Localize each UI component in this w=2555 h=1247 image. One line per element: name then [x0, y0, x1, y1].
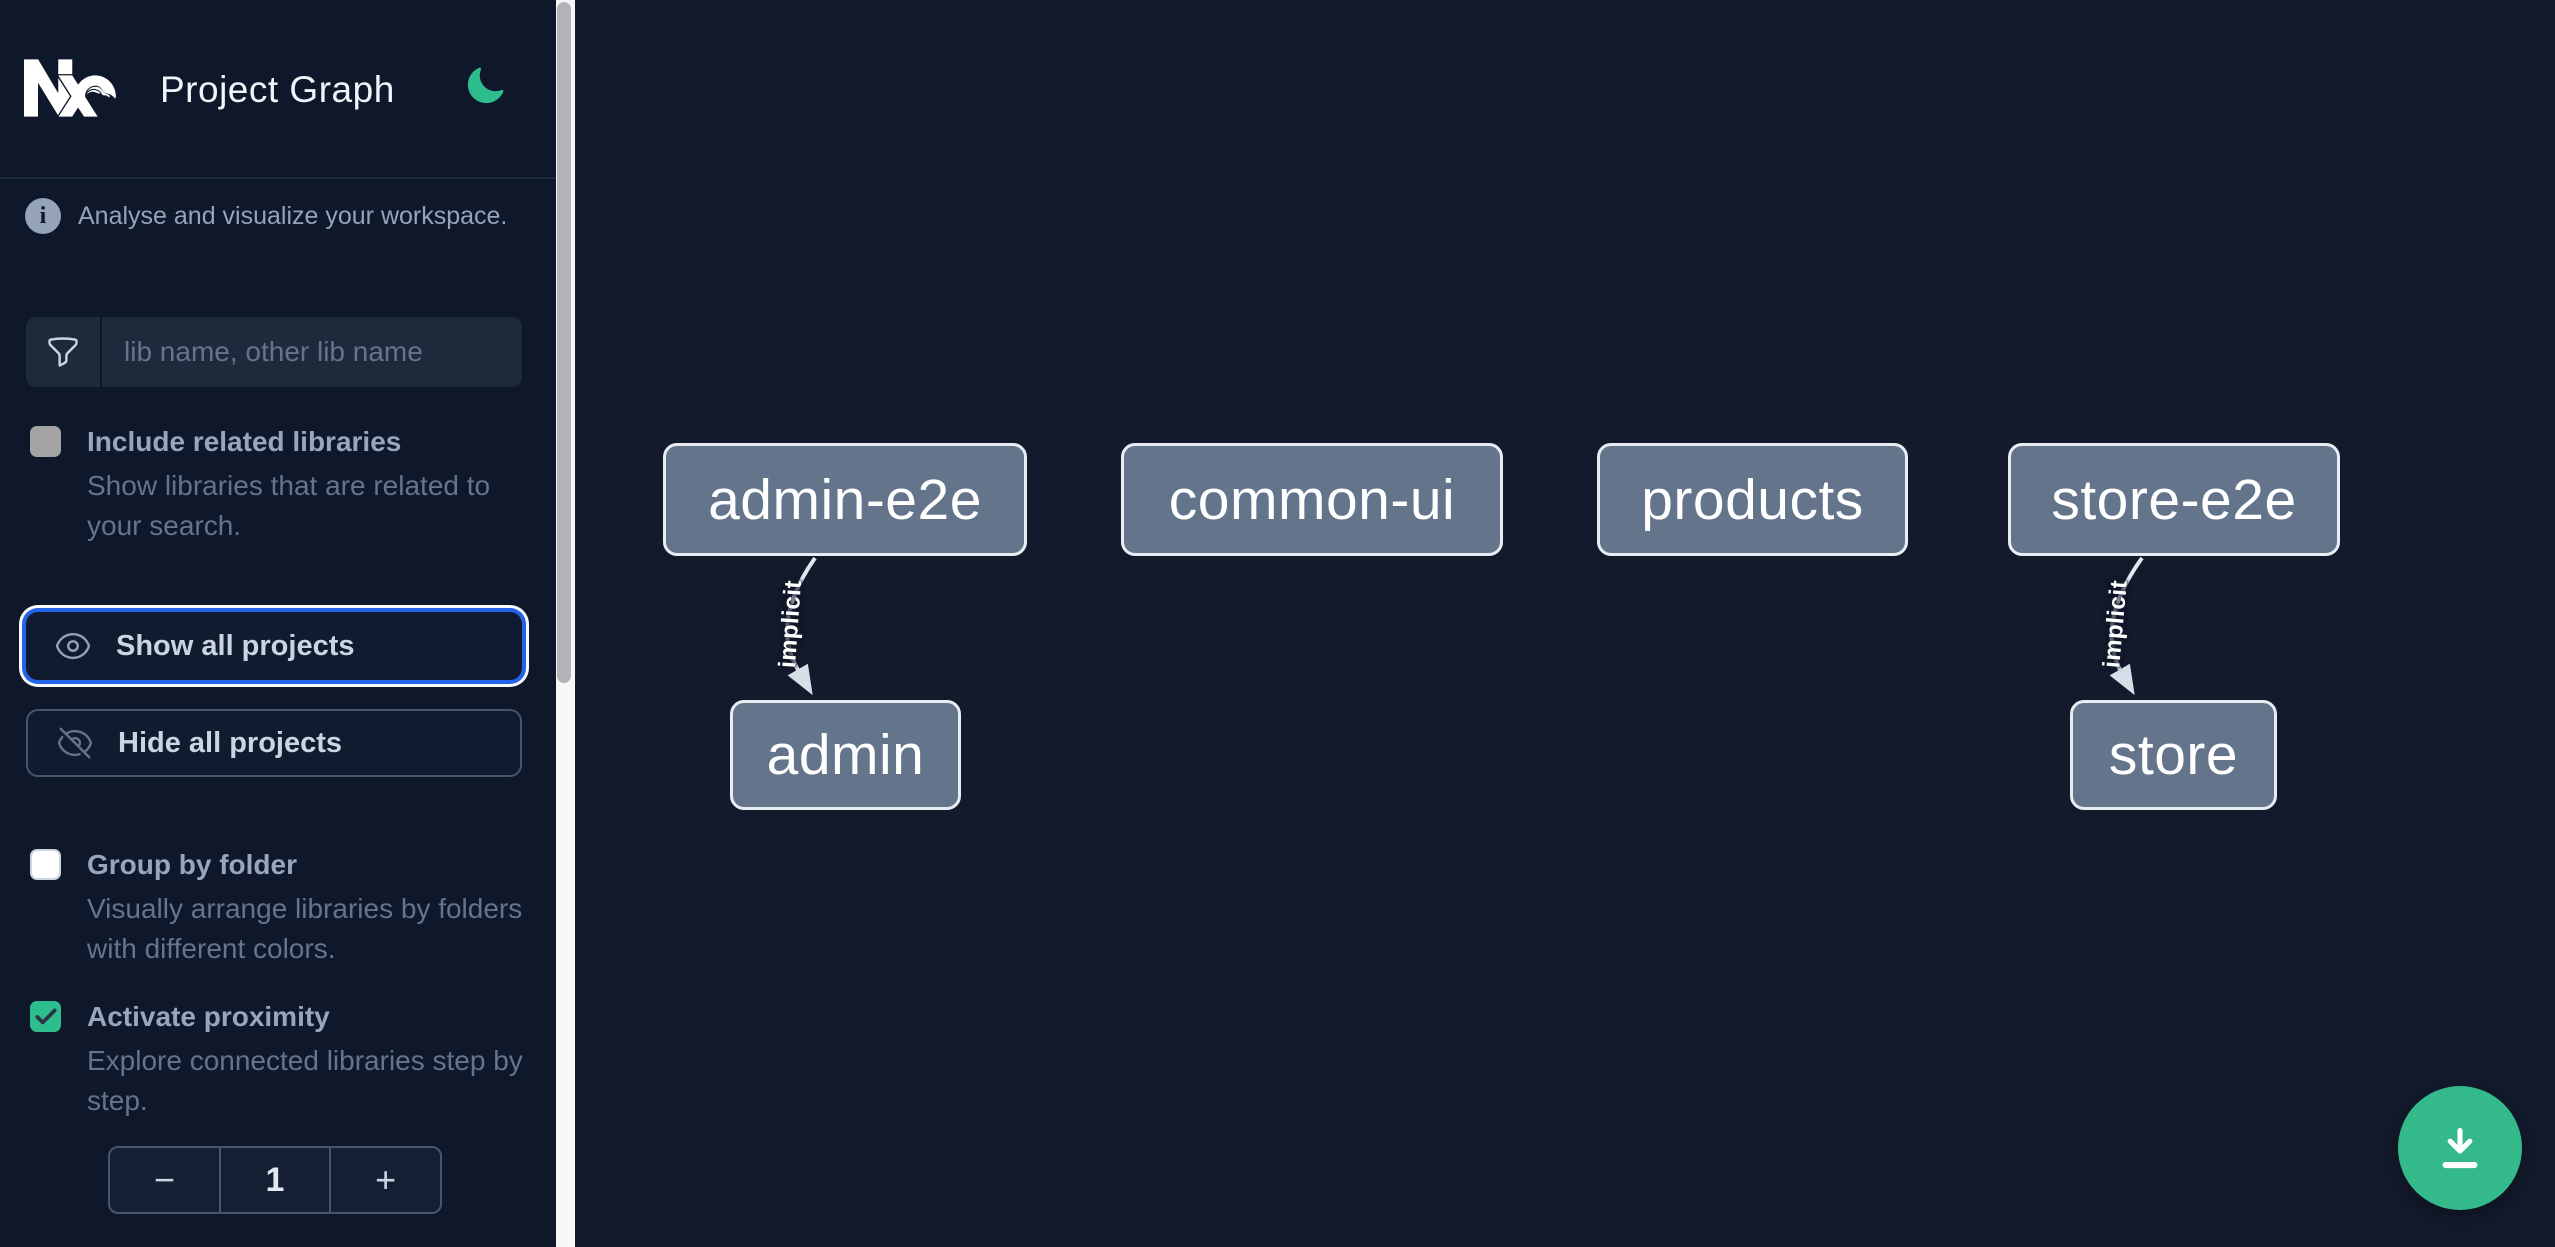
- graph-node-admin[interactable]: admin: [730, 700, 961, 810]
- theme-toggle-button[interactable]: [462, 64, 508, 110]
- page-title: Project Graph: [160, 69, 395, 110]
- graph-node-products[interactable]: products: [1597, 443, 1908, 556]
- sidebar-scrollbar-thumb[interactable]: [557, 2, 571, 683]
- include-related-checkbox[interactable]: [30, 426, 61, 457]
- filter-input[interactable]: [102, 317, 522, 387]
- graph-node-store-e2e[interactable]: store-e2e: [2008, 443, 2340, 556]
- filter-search-box: [26, 317, 522, 387]
- activate-proximity-description: Explore connected libraries step by step…: [87, 1045, 523, 1116]
- include-related-description: Show libraries that are related to your …: [87, 470, 491, 541]
- stepper-decrement-button[interactable]: −: [153, 1159, 175, 1200]
- header-divider: [0, 177, 556, 179]
- activate-proximity-checkbox[interactable]: [30, 1001, 61, 1032]
- include-related-label: Include related libraries: [87, 426, 402, 457]
- edge-store-e2e-to-store[interactable]: [2109, 556, 2144, 671]
- graph-node-common-ui[interactable]: common-ui: [1121, 443, 1503, 556]
- show-all-projects-label: Show all projects: [116, 629, 355, 662]
- checkmark-icon: [34, 1008, 57, 1024]
- edges-layer: [785, 556, 2144, 696]
- stepper-value: 1: [218, 1148, 330, 1212]
- info-icon: i: [25, 198, 61, 234]
- eye-icon: [55, 632, 91, 660]
- activate-proximity-label: Activate proximity: [87, 1001, 330, 1032]
- toggle-group-by-folder: Group by folder Visually arrange librari…: [30, 847, 530, 969]
- nx-logo-icon: [24, 59, 116, 117]
- sidebar: Project Graph i Analyse and visualize yo…: [0, 0, 556, 1247]
- hide-all-projects-label: Hide all projects: [118, 726, 343, 759]
- graph-node-admin-e2e[interactable]: admin-e2e: [663, 443, 1027, 556]
- eye-off-icon: [57, 727, 93, 759]
- stepper-increment-button[interactable]: +: [329, 1148, 440, 1212]
- toggle-include-related: Include related libraries Show libraries…: [30, 424, 530, 546]
- group-by-folder-label: Group by folder: [87, 849, 297, 880]
- edge-arrowhead-icon: [787, 663, 813, 696]
- edge-arrowhead-icon: [2109, 663, 2135, 696]
- hide-all-projects-button[interactable]: Hide all projects: [26, 709, 522, 777]
- graph-node-store[interactable]: store: [2070, 700, 2277, 810]
- group-by-folder-description: Visually arrange libraries by folders wi…: [87, 893, 523, 964]
- proximity-depth-stepper: − 1 +: [108, 1146, 442, 1214]
- download-icon: [2442, 1127, 2478, 1169]
- info-text: Analyse and visualize your workspace.: [78, 201, 508, 230]
- moon-icon: [467, 67, 504, 103]
- funnel-icon: [26, 317, 102, 387]
- show-all-projects-button[interactable]: Show all projects: [26, 612, 522, 680]
- workspace-info: i Analyse and visualize your workspace.: [25, 198, 507, 234]
- sidebar-scrollbar-track[interactable]: [556, 0, 575, 1247]
- group-by-folder-checkbox[interactable]: [30, 849, 61, 880]
- toggle-activate-proximity: Activate proximity Explore connected lib…: [30, 999, 530, 1121]
- save-image-button[interactable]: [2398, 1086, 2522, 1210]
- edge-admin-e2e-to-admin[interactable]: [785, 556, 817, 672]
